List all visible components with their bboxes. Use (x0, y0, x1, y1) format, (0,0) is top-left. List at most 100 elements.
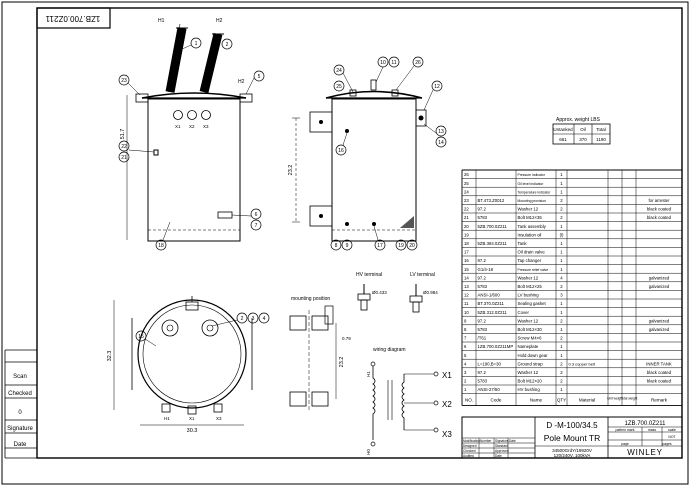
bom-row-remark: galvanized (649, 275, 670, 280)
bom-row-qty: 1 (560, 181, 563, 186)
mounting-dim-width: 0.79 (342, 336, 351, 341)
bom-header-remark: Remark (651, 398, 668, 403)
bom-row-code: 97.2 (478, 258, 487, 263)
bom-row-number: 15 (464, 267, 469, 272)
wiring-title: wiring diagram (373, 347, 406, 353)
svg-text:370: 370 (579, 137, 587, 142)
bom-row-qty: 1 (560, 310, 563, 315)
bom-row-number: 1 (464, 387, 467, 392)
signature-grid: Modification Number Signature Date Desig… (462, 437, 535, 458)
svg-text:15: 15 (138, 334, 144, 340)
bom-row-number: 18 (464, 241, 469, 246)
svg-text:Signature: Signature (495, 439, 509, 443)
svg-text:mass: mass (648, 428, 656, 432)
bom-row-number: 13 (464, 284, 469, 289)
wiring-label-x1: X1 (442, 371, 452, 380)
svg-text:Audited: Audited (463, 454, 474, 458)
bom-row-qty: 1 (560, 353, 563, 358)
bom-row-name: Bolt M12×20 (518, 379, 543, 384)
bom-row-remark: for arrester (648, 198, 670, 203)
bom-row-code: BT.473.Z0012 (478, 198, 505, 203)
bom-row-qty: 1 (560, 267, 563, 272)
svg-text:14: 14 (438, 140, 444, 146)
weight-title: Approx. weight LBS (556, 117, 601, 123)
top-label-h1: H1 (164, 416, 170, 421)
top-tank-outline (137, 299, 247, 409)
drawing-number: 1ZB.700.0Z211 (45, 14, 100, 23)
svg-text:9: 9 (346, 243, 349, 249)
svg-text:2: 2 (241, 316, 244, 322)
bushing-label-h1: H1 (158, 18, 165, 24)
bom-row-number: 16 (464, 258, 469, 263)
model-number: D -M-100/34.5 (546, 421, 598, 430)
bom-row-name: Bolt M12×35 (518, 215, 543, 220)
bom-row-qty: 2 (560, 361, 563, 366)
svg-text:16: 16 (338, 148, 344, 154)
bom-row-qty: (l) (560, 232, 564, 237)
bom-row-number: 7 (464, 336, 467, 341)
side-view: 23.2 24 25 10 11 26 12 13 14 16 8 9 17 1… (288, 56, 447, 251)
bom-row-name: LV bushing (518, 293, 540, 298)
svg-text:20: 20 (409, 243, 415, 249)
bom-row-remark: galvanized (649, 284, 670, 289)
tank-label-x3: X3 (203, 124, 209, 129)
svg-text:2: 2 (226, 42, 229, 48)
svg-text:10: 10 (380, 60, 386, 66)
svg-text:3: 3 (252, 316, 255, 322)
bom-row-code: ANSI-1/600 (478, 293, 501, 298)
bom-row-name: Washer 12 (518, 207, 539, 212)
hv-terminal-dim: Ø0.433 (372, 290, 387, 295)
svg-text:1190: 1190 (596, 137, 606, 142)
bom-row-code: 97.2 (478, 318, 487, 323)
tank-label-x1: X1 (175, 124, 181, 129)
bom-row-number: 11 (464, 301, 469, 306)
bushing-label-h2: H2 (216, 18, 223, 24)
bom-row-number: 12 (464, 293, 469, 298)
bom-row-remark: INNER TANK (646, 361, 672, 366)
svg-text:21: 21 (121, 155, 127, 161)
svg-text:Checked: Checked (463, 449, 476, 453)
bom-row-qty: 2 (560, 318, 563, 323)
bom-row-number: 14 (464, 275, 469, 280)
wiring-diagram: wiring diagram H1 H0 X1 X2 X3 (366, 347, 452, 455)
front-dim-height: 51.7 (120, 129, 126, 140)
bom-row-qty: 1 (560, 172, 563, 177)
bom-row-code: 97.2 (478, 370, 487, 375)
top-label-x1: X1 (189, 416, 195, 421)
svg-text:Oil: Oil (580, 127, 586, 132)
bom-row-code: 5ZB.700.0Z211 (478, 224, 508, 229)
bom-row-qty: 2 (560, 215, 563, 220)
svg-text:23: 23 (121, 78, 127, 84)
bom-row-qty: 1 (560, 241, 563, 246)
tank-label-h2: H2 (238, 79, 245, 85)
svg-text:19: 19 (398, 243, 404, 249)
bom-row-code: 97.2 (478, 275, 487, 280)
label-signature: Signature (7, 426, 33, 432)
bom-row-number: 17 (464, 250, 469, 255)
svg-text:6: 6 (255, 212, 258, 218)
bom-row-number: 8 (464, 327, 467, 332)
wiring-label-x3: X3 (442, 430, 452, 439)
hv-bushing-2 (199, 32, 223, 94)
bom-row-qty: 2 (560, 336, 563, 341)
bom-row-qty: 2 (560, 207, 563, 212)
bom-row-name: Tap changer (518, 258, 542, 263)
product-name: Pole Mount TR (544, 433, 601, 443)
bom-row-qty: 2 (560, 370, 563, 375)
bom-row-number: 22 (464, 207, 469, 212)
top-view: H1 X1 X3 30.3 32.3 15 2 3 4 (107, 296, 270, 434)
bom-row-number: 4 (464, 361, 467, 366)
lv-terminal-dim: Ø0.984 (423, 290, 438, 295)
svg-text:Standard: Standard (495, 444, 508, 448)
svg-text:22: 22 (121, 144, 127, 150)
wiring-label-h0: H0 (366, 449, 371, 455)
bom-row-name: Pressure indicator (518, 173, 546, 177)
wiring-label-x2: X2 (442, 400, 452, 409)
svg-text:8: 8 (335, 243, 338, 249)
mounting-title: mounting position (291, 296, 330, 302)
bom-row-number: 2 (464, 379, 467, 384)
bom-row-qty: 4 (560, 275, 563, 280)
label-checked: Checked (8, 391, 32, 397)
title-code: 1ZB.700.0Z211 (625, 421, 667, 427)
